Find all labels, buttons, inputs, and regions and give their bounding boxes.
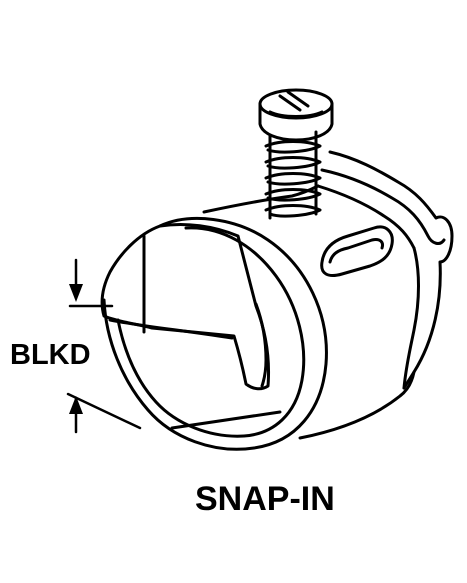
opening-lower-lip [170,410,282,430]
dimension-label: BLKD [10,339,91,371]
knockout-disc [100,222,270,391]
front-ring-outer [102,216,328,451]
barrel-slot-inner [328,238,384,264]
back-flange-edge [320,168,446,245]
lower-extension-line [66,392,142,430]
barrel-bottom-edge [298,370,416,440]
front-ring-inner [116,226,306,438]
screw-threads [264,140,322,218]
upper-arrow-head [69,284,83,302]
screw-head [258,88,334,142]
clamp-strap [316,184,416,250]
knockout-tab-shadow [108,318,234,340]
barrel-right-body [402,246,420,390]
back-flange [328,150,454,390]
figure-caption: SNAP-IN [195,480,335,518]
barrel-slot [320,225,394,277]
knockout-inner-edge [254,302,268,388]
lower-arrow-head [69,396,83,414]
